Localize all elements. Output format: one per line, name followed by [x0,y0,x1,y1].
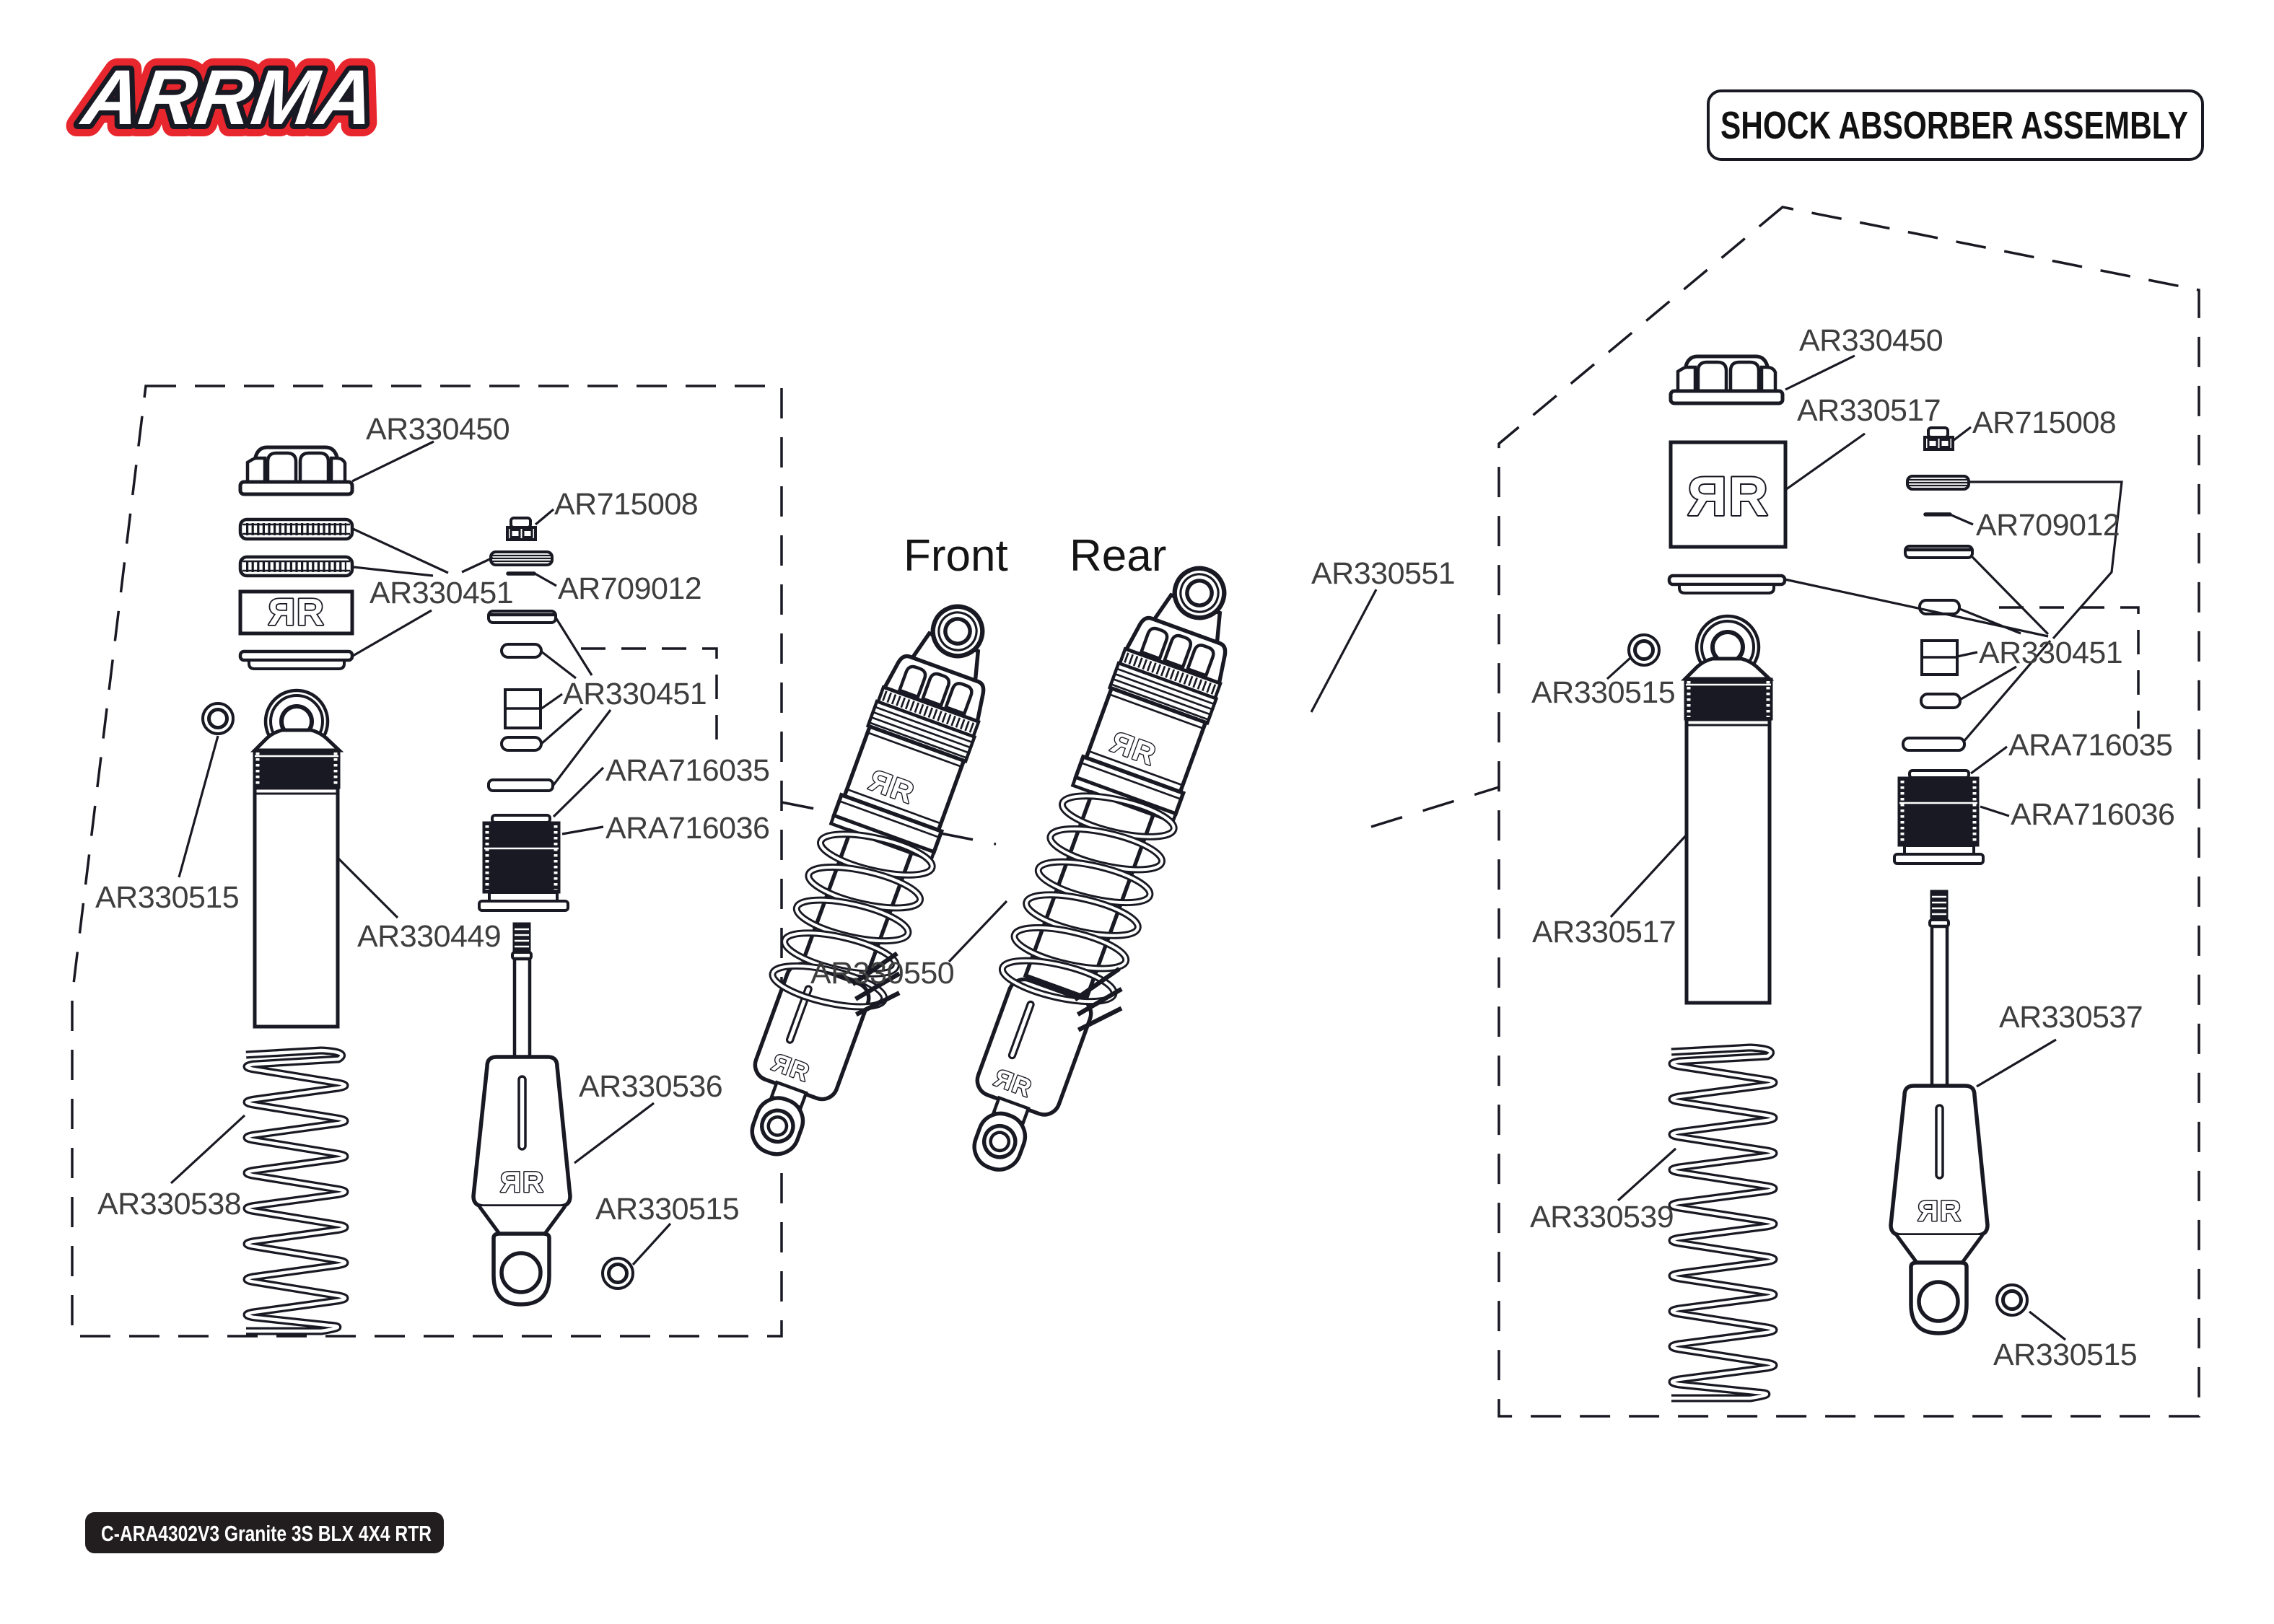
label-ar330537-right: AR330537 [1999,1000,2143,1035]
svg-text:R: R [522,1167,543,1198]
label-ara716036-right: ARA716036 [2011,797,2174,832]
cap-nut-AR715008 [506,517,537,541]
label-ar330515-left-2: AR330515 [595,1192,739,1226]
pill-spacer-2 [500,736,543,752]
label-ar330515-right-2: AR330515 [1993,1338,2137,1372]
label-ar330450-right: AR330450 [1799,323,1943,358]
label-ar330449-left: AR330449 [357,919,501,954]
label-ara716035-right: ARA716035 [2008,728,2172,763]
label-ar330539-right: AR330539 [1530,1200,1674,1234]
piston-washer-1 [487,610,557,624]
arrma-rr-mark: RR [864,763,919,811]
label-ar709012-right: AR709012 [1976,508,2120,543]
part-labels: AR330450 AR715008 AR330451 AR709012 AR33… [95,323,2175,1372]
svg-text:R: R [268,592,295,633]
arrma-rr-mark: RR [1917,1195,1962,1229]
label-ar330536-left: AR330536 [579,1069,722,1104]
arrma-rr-mark: RR [499,1166,545,1200]
svg-text:R: R [1687,466,1727,527]
label-rear: Rear [1070,531,1166,581]
arrma-rr-mark: RR [1686,465,1770,529]
label-ar330450-left: AR330450 [366,412,510,447]
leader-lines [170,354,2123,1341]
pill-spacer-1 [500,643,543,659]
footer-code: C-ARA4302V3 Granite 3S BLX 4X4 RTR [101,1521,432,1546]
right-box-notch [1999,606,2140,729]
svg-text:R: R [500,1167,521,1198]
cap-seal-washer [238,649,354,670]
o-ring-bottom-right [1995,1283,2029,1317]
o-ring-bottom-left [601,1257,634,1290]
piston-washer-1-rear [1904,545,1974,559]
o-ring-top [201,702,235,735]
cap-nut-AR715008-rear [1923,426,1954,451]
front-shock-exploded [201,445,634,1307]
svg-text:R: R [297,592,324,633]
front-shock-body [250,688,344,1029]
shock-cap-part [238,445,354,496]
label-ar330451-left-2: AR330451 [563,677,707,711]
cap-seal-washer-rear [1667,574,1787,594]
footer-code-badge: C-ARA4302V3 Granite 3S BLX 4X4 RTR [85,1512,444,1553]
label-ar330451-right: AR330451 [1979,636,2122,670]
title-box: SHOCK ABSORBER ASSEMBLY [1707,89,2204,161]
knurled-spacer-2 [238,555,354,578]
logo-text: ARRMA [76,53,380,140]
svg-text:R: R [1917,1195,1938,1227]
arrma-logo: ARRMA ARRMA ARRMA [64,41,393,152]
ridged-spacer-small [489,550,554,566]
square-spacer-rear [1920,639,1959,676]
connector-rear [1370,786,1500,828]
logo-text-dark-outline: ARRMA [76,53,380,140]
label-ar330451-left-1: AR330451 [369,576,513,610]
spring-collar-right [1893,769,1985,865]
square-spacer [504,688,542,729]
o-ring-top-rear [1627,633,1661,667]
label-ar715008-left: AR715008 [554,487,698,522]
svg-text:R: R [1940,1195,1961,1227]
rear-shock-body [1680,614,1775,1005]
label-ara716036-left: ARA716036 [605,811,769,846]
label-ar330515-left-1: AR330515 [95,880,239,915]
label-ar330551: AR330551 [1311,556,1455,591]
label-ar330550: AR330550 [810,956,954,991]
shock-cap-part-rear [1669,354,1785,405]
left-box-notch [581,647,718,750]
pill-spacer-2-rear [1920,693,1962,709]
label-front: Front [904,531,1008,581]
label-ar709012-left: AR709012 [558,571,701,606]
front-spring-exploded [242,1046,349,1335]
logo-text-red-outline: ARRMA [76,53,380,140]
seal-cartridge-plate-rear [1669,440,1788,549]
right-box-border [1497,206,2200,1418]
piston-washer-2-rear [1902,737,1966,752]
left-box-border [71,385,783,1338]
ridged-spacer-small-rear [1906,475,1970,491]
label-ar330517-right-2: AR330517 [1532,915,1676,949]
page-title: SHOCK ABSORBER ASSEMBLY [1720,104,2188,147]
shock-shaft-rear [1889,890,1990,1335]
label-ara716035-left: ARA716035 [605,753,769,788]
spring-collar-left [478,814,569,912]
label-ar330538-left: AR330538 [97,1187,241,1221]
shock-shaft-front [471,922,572,1307]
rear-spring-exploded [1668,1043,1778,1403]
arrma-rr-mark: RR [267,590,325,635]
piston-washer-2 [487,778,554,792]
label-ar715008-right: AR715008 [1972,405,2116,440]
seal-cartridge-plate [238,589,354,636]
rear-shock-exploded [1627,354,2029,1335]
label-ar330517-right-1: AR330517 [1797,393,1941,428]
knurled-spacer-1 [238,517,354,541]
label-ar330515-right-1: AR330515 [1531,675,1675,710]
svg-text:R: R [1728,466,1768,527]
